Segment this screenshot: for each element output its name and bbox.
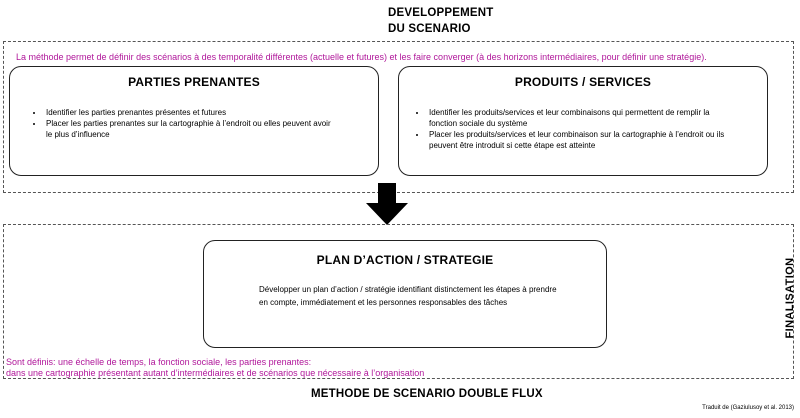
finalisation-frame [3,224,794,379]
list-item: Placer les parties prenantes sur la cart… [44,118,338,140]
action-plan-box: PLAN D’ACTION / STRATEGIE Développer un … [203,240,607,348]
page-title: DEVELOPPEMENT DU SCENARIO [388,5,493,37]
development-note: La méthode permet de définir des scénari… [16,52,707,62]
finalisation-note-line-2: dans une cartographie présentant autant … [6,368,425,378]
method-title: METHODE DE SCENARIO DOUBLE FLUX [311,388,543,400]
source-credit: Traduit de (Gaziulusoy et al. 2013) [702,405,794,411]
page-title-line-2: DU SCENARIO [388,23,471,35]
list-item: Placer les produits/services et leur com… [427,129,737,151]
action-plan-text: Développer un plan d’action / stratégie … [259,285,557,307]
action-plan-title: PLAN D’ACTION / STRATEGIE [316,253,494,267]
page-title-line-1: DEVELOPPEMENT [388,7,494,19]
down-arrow-icon [366,183,408,225]
products-box: PRODUITS / SERVICES Identifier les produ… [398,66,768,176]
products-title: PRODUITS / SERVICES [514,75,652,89]
stakeholders-box: PARTIES PRENANTES Identifier les parties… [9,66,379,176]
products-list: Identifier les produits/services et leur… [409,107,737,151]
stakeholders-title: PARTIES PRENANTES [128,75,260,89]
list-item: Identifier les produits/services et leur… [427,107,737,129]
finalisation-note: Sont définis: une échelle de temps, la f… [6,357,424,379]
finalisation-note-line-1: Sont définis: une échelle de temps, la f… [6,357,312,367]
development-frame [3,41,794,193]
list-item: Identifier les parties prenantes présent… [44,107,338,118]
finalisation-label: FINALISATION [784,257,796,339]
stakeholders-list: Identifier les parties prenantes présent… [26,107,338,140]
